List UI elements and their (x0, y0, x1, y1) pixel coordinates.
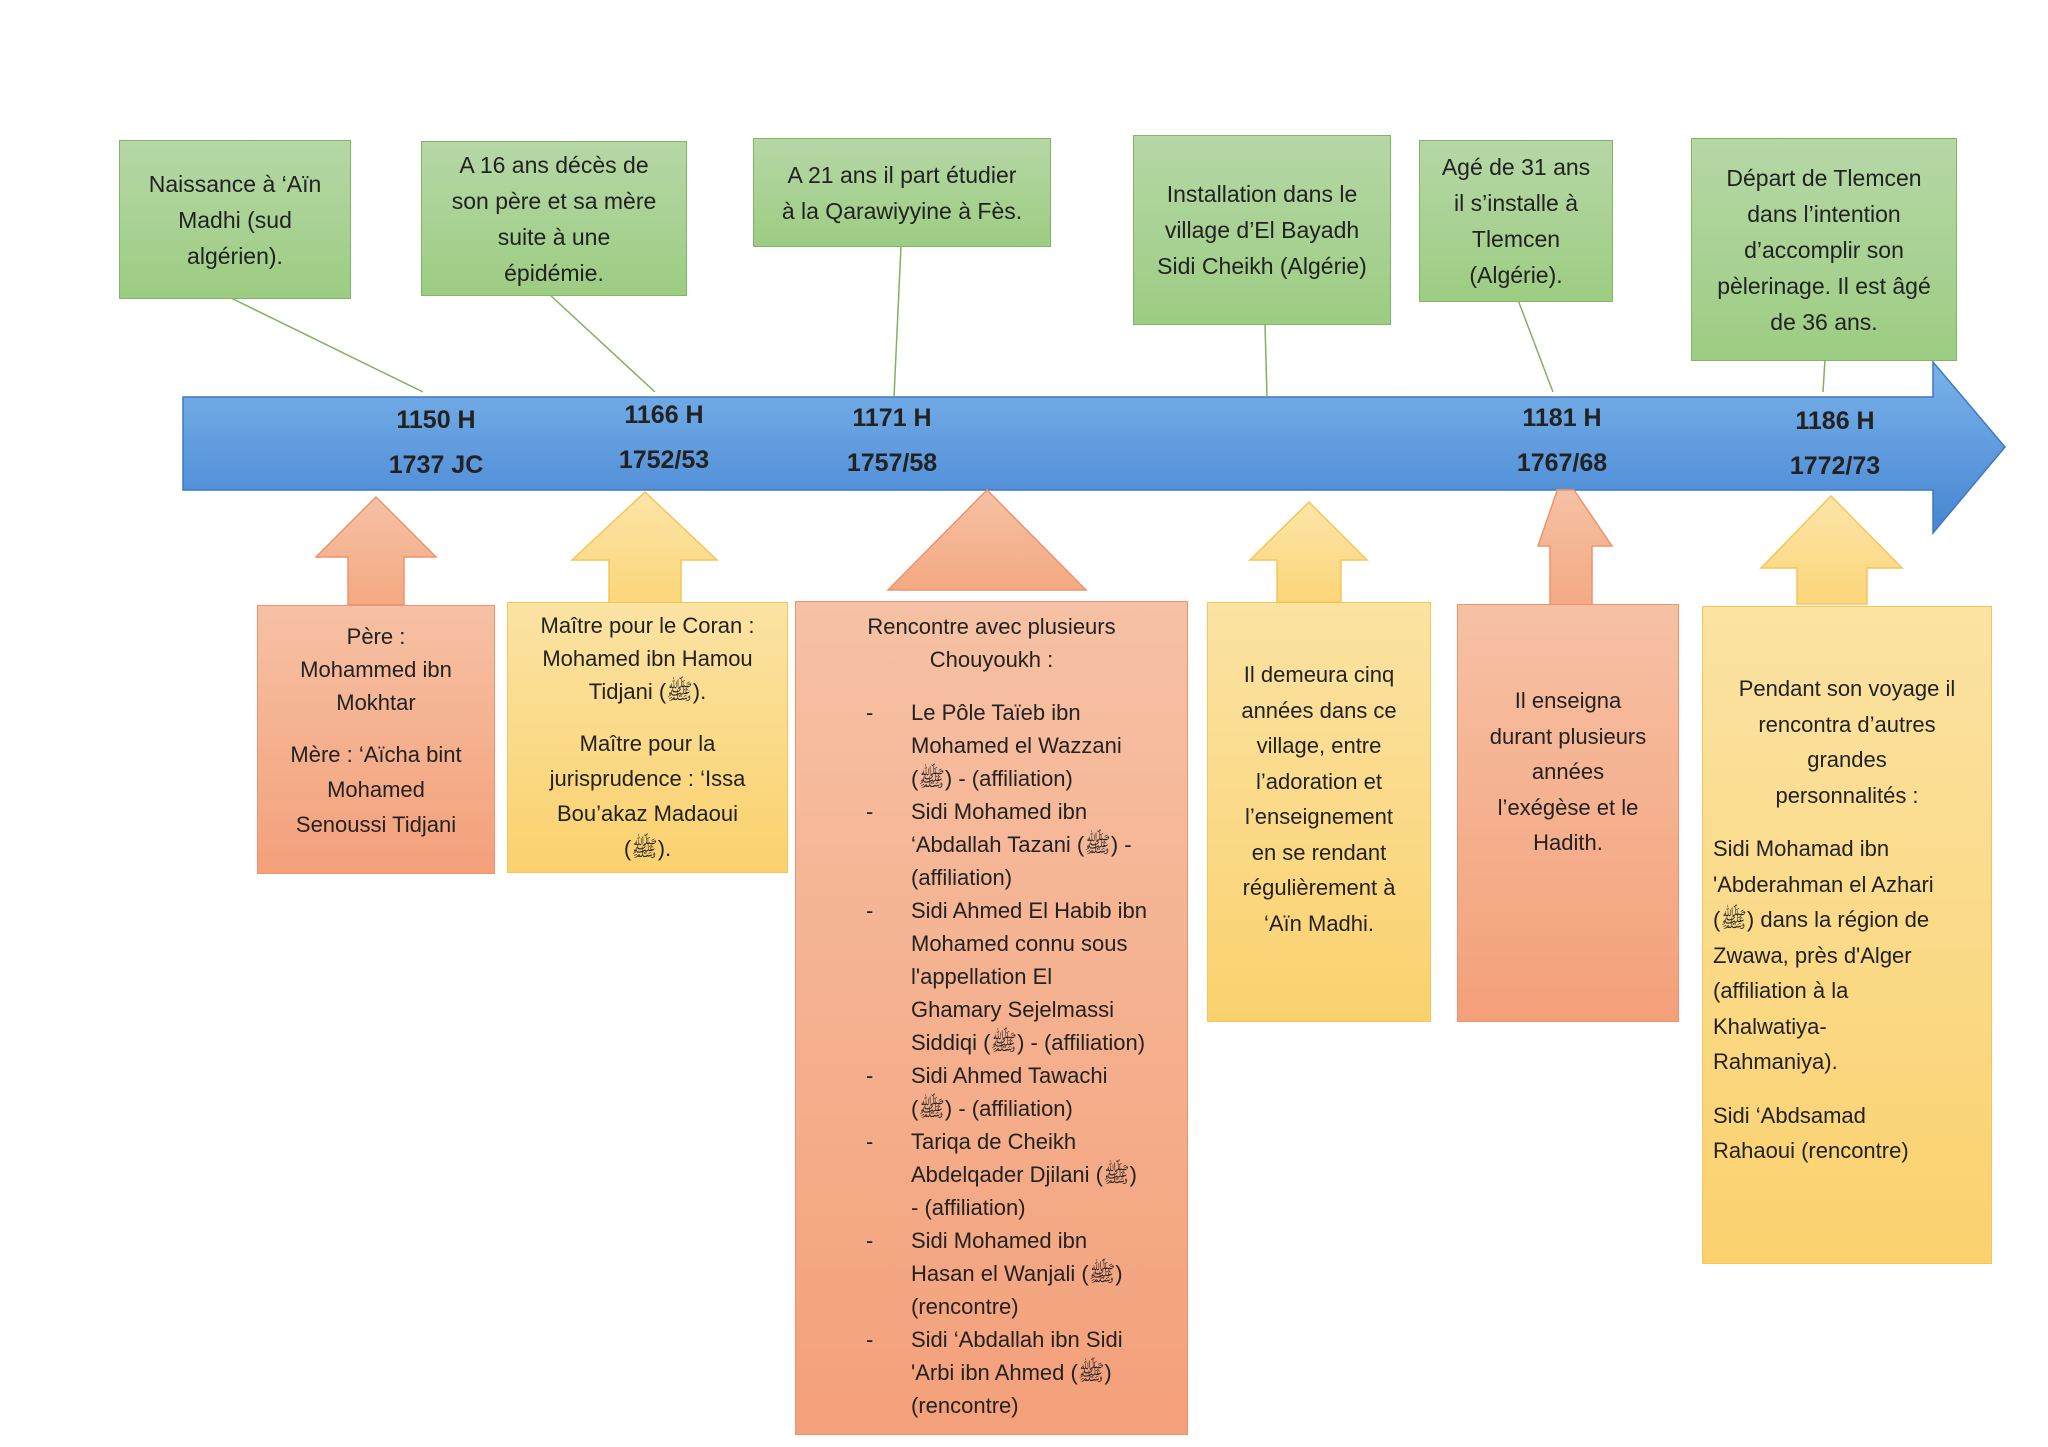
chouyoukh-list: Le Pôle Taïeb ibn Mohamed el Wazzani (ﷺ)… (806, 696, 1177, 1422)
timeline-arrow (182, 359, 2006, 536)
date-label-1186: 1186 H 1772/73 (1790, 399, 1880, 489)
date-label-1181: 1181 H 1767/68 (1517, 396, 1607, 486)
gregorian-date: 1752/53 (618, 446, 710, 474)
event-text: A 16 ans décès de son père et sa mère su… (451, 151, 657, 286)
event-text: Naissance à ‘Aïn Madhi (sud algérien). (148, 170, 322, 269)
list-item: Sidi ‘Abdallah ibn Sidi 'Arbi ibn Ahmed … (806, 1323, 1177, 1422)
callout-pointer (1248, 500, 1369, 603)
callout-voyage: Pendant son voyage il rencontra d’autres… (1702, 606, 1992, 1264)
callout-pointer (886, 488, 1088, 591)
callout-demeure: Il demeura cinq années dans ce village, … (1207, 602, 1431, 1022)
connector-line (893, 245, 902, 398)
connector-line (548, 293, 656, 393)
date-label-1166: 1166 H 1752/53 (619, 393, 709, 483)
callout-chouyoukh-intro: Rencontre avec plusieurs Chouyoukh : (867, 614, 1116, 672)
date-label-1150: 1150 H 1737 JC (389, 398, 484, 488)
event-box-pelerinage: Départ de Tlemcen dans l’intention d’acc… (1691, 138, 1957, 361)
list-item: Sidi Mohamed ibn Hasan el Wanjali (ﷺ) (r… (806, 1224, 1177, 1323)
callout-mere: Mère : ‘Aïcha bint Mohamed Senoussi Tidj… (290, 742, 462, 837)
gregorian-date: 1767/68 (1516, 449, 1608, 477)
hijri-date: 1171 H (852, 404, 932, 432)
callout-voyage-rahaoui: Sidi ‘Abdsamad Rahaoui (rencontre) (1713, 1102, 1909, 1164)
hijri-date: 1166 H (624, 401, 704, 429)
callout-maitres: Maître pour le Coran : Mohamed ibn Hamou… (507, 602, 788, 873)
hijri-date: 1150 H (396, 406, 476, 434)
event-text: Départ de Tlemcen dans l’intention d’acc… (1717, 164, 1931, 335)
callout-chouyoukh: Rencontre avec plusieurs Chouyoukh : Le … (795, 601, 1188, 1435)
gregorian-date: 1737 JC (388, 451, 484, 479)
event-text: Installation dans le village d’El Bayadh… (1157, 181, 1367, 279)
callout-pere: Père : Mohammed ibn Mokhtar (300, 624, 452, 715)
connector-line (1822, 358, 1826, 393)
callout-maitre-coran: Maître pour le Coran : Mohamed ibn Hamou… (540, 613, 755, 704)
connector-line (1264, 323, 1268, 398)
list-item: Sidi Mohamed ibn ‘Abdallah Tazani (ﷺ) - … (806, 795, 1177, 894)
connector-line (228, 296, 424, 393)
event-text: A 21 ans il part étudier à la Qarawiyyin… (781, 161, 1023, 224)
hijri-date: 1186 H (1795, 407, 1875, 435)
event-text: Agé de 31 ans il s’installe à Tlemcen (A… (1441, 154, 1591, 288)
event-box-naissance: Naissance à ‘Aïn Madhi (sud algérien). (119, 140, 351, 299)
callout-maitre-jurisprudence: Maître pour la jurisprudence : ‘Issa Bou… (549, 731, 746, 861)
connector-line (1517, 299, 1554, 393)
callout-pointer (1759, 494, 1904, 605)
gregorian-date: 1772/73 (1789, 452, 1881, 480)
list-item: Sidi Ahmed El Habib ibn Mohamed connu so… (806, 894, 1177, 1059)
gregorian-date: 1757/58 (846, 449, 938, 477)
event-box-tlemcen: Agé de 31 ans il s’installe à Tlemcen (A… (1419, 140, 1613, 302)
callout-enseigna: Il enseigna durant plusieurs années l’ex… (1457, 604, 1679, 1022)
callout-parents: Père : Mohammed ibn Mokhtar Mère : ‘Aïch… (257, 605, 495, 874)
list-item: Tariqa de Cheikh Abdelqader Djilani (ﷺ) … (806, 1125, 1177, 1224)
list-item: Sidi Ahmed Tawachi (ﷺ) - (affiliation) (806, 1059, 1177, 1125)
list-item: Le Pôle Taïeb ibn Mohamed el Wazzani (ﷺ)… (806, 696, 1177, 795)
event-box-deces-parents: A 16 ans décès de son père et sa mère su… (421, 141, 687, 296)
callout-demeure-text: Il demeura cinq années dans ce village, … (1241, 662, 1397, 936)
callout-enseigna-text: Il enseigna durant plusieurs années l’ex… (1489, 688, 1647, 855)
callout-pointer (570, 490, 719, 604)
callout-pointer (314, 495, 438, 606)
hijri-date: 1181 H (1522, 404, 1602, 432)
callout-voyage-azhari: Sidi Mohamad ibn 'Abderahman el Azhari (… (1713, 836, 1934, 1074)
callout-voyage-intro: Pendant son voyage il rencontra d’autres… (1738, 676, 1956, 808)
callout-pointer (1536, 489, 1614, 608)
event-box-el-bayadh: Installation dans le village d’El Bayadh… (1133, 135, 1391, 325)
date-label-1171: 1171 H 1757/58 (847, 396, 937, 486)
event-box-qarawiyyine: A 21 ans il part étudier à la Qarawiyyin… (753, 138, 1051, 247)
